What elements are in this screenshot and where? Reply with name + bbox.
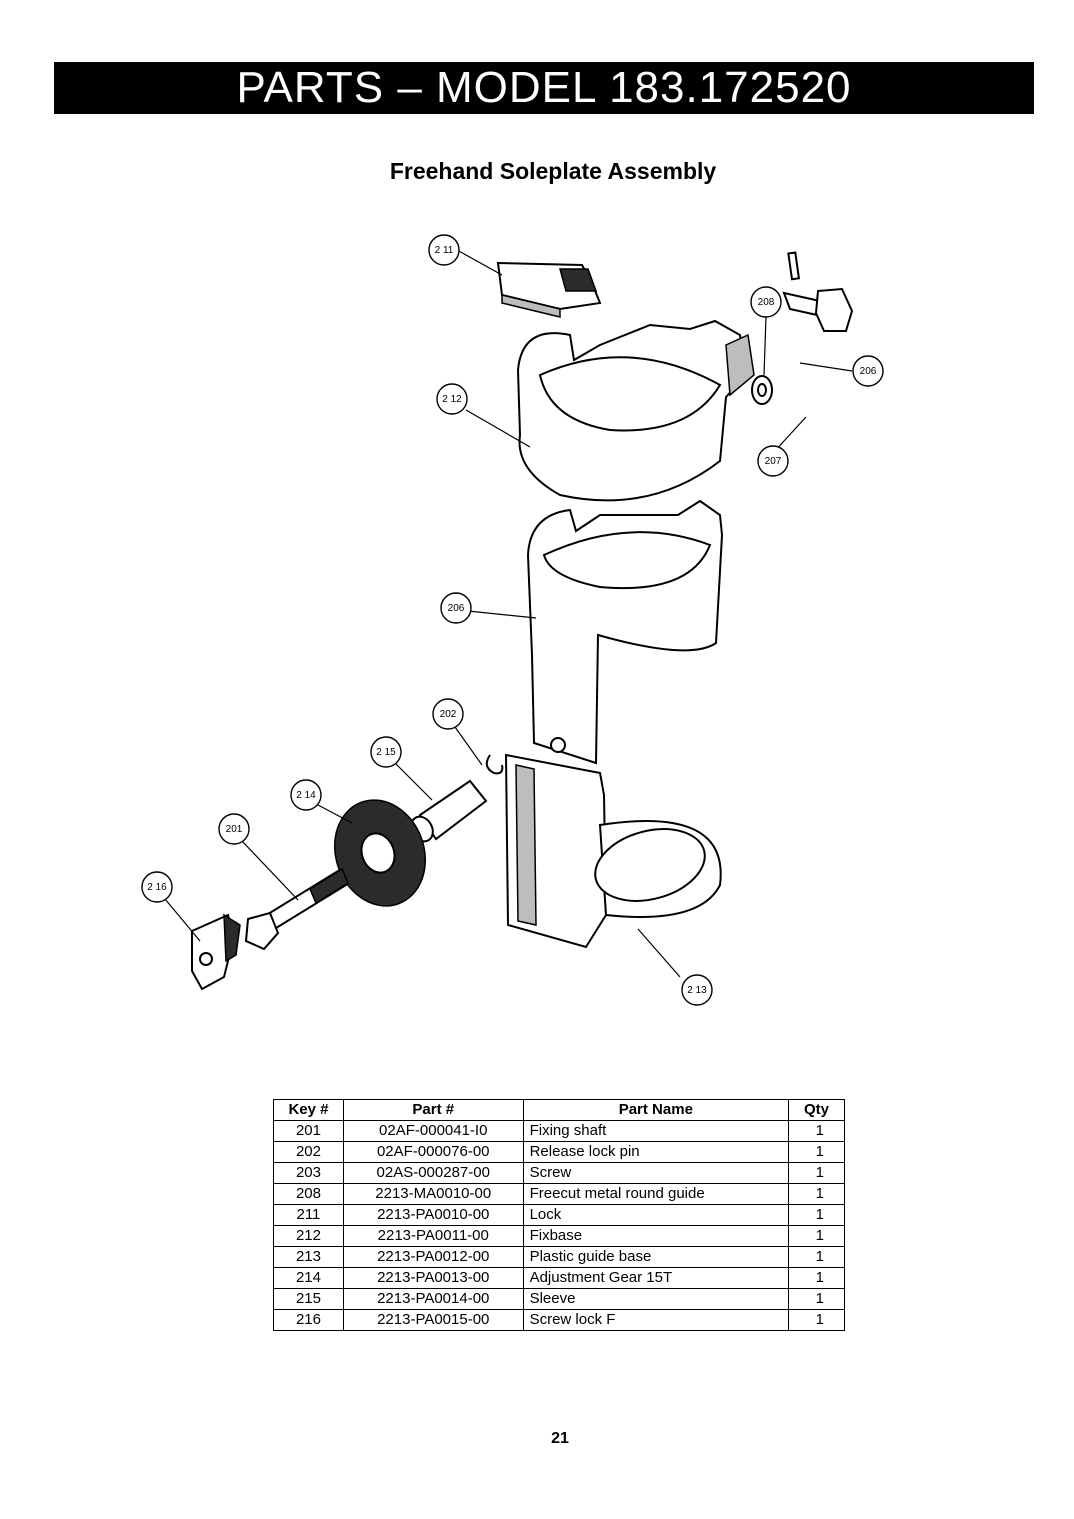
page-header-title: PARTS – MODEL 183.172520 bbox=[236, 63, 852, 112]
cell-key: 201 bbox=[273, 1120, 344, 1142]
cell-part-name: Fixing shaft bbox=[522, 1120, 790, 1142]
cell-part-name: Screw bbox=[522, 1162, 790, 1184]
cell-part-name: Sleeve bbox=[522, 1288, 790, 1310]
cell-part-number: 2213-MA0010-00 bbox=[342, 1183, 524, 1205]
cell-key: 212 bbox=[273, 1225, 344, 1247]
cell-qty: 1 bbox=[788, 1309, 845, 1331]
cell-part-name: Lock bbox=[522, 1204, 790, 1226]
header-part-name: Part Name bbox=[522, 1099, 790, 1121]
part-screw-drawing bbox=[782, 287, 854, 332]
part-guide-base-drawing bbox=[504, 753, 722, 949]
callout-208: 208 bbox=[750, 286, 782, 318]
svg-text:2 13: 2 13 bbox=[687, 985, 707, 996]
table-row: 216 2213-PA0015-00 Screw lock F 1 bbox=[273, 1309, 845, 1331]
callout-202: 202 bbox=[432, 698, 464, 730]
cell-qty: 1 bbox=[788, 1288, 845, 1310]
table-row: 202 02AF-000076-00 Release lock pin 1 bbox=[273, 1141, 845, 1163]
cell-qty: 1 bbox=[788, 1141, 845, 1163]
svg-text:207: 207 bbox=[765, 456, 782, 467]
svg-text:2 16: 2 16 bbox=[147, 882, 167, 893]
part-fixing-shaft-drawing bbox=[244, 867, 349, 951]
part-gear-drawing bbox=[333, 799, 427, 907]
table-row: 212 2213-PA0011-00 Fixbase 1 bbox=[273, 1225, 845, 1247]
cell-part-number: 2213-PA0015-00 bbox=[342, 1309, 524, 1331]
svg-text:2 14: 2 14 bbox=[296, 790, 316, 801]
svg-text:206: 206 bbox=[448, 603, 465, 614]
header-qty: Qty bbox=[788, 1099, 845, 1121]
cell-part-number: 2213-PA0012-00 bbox=[342, 1246, 524, 1268]
callout-215: 2 15 bbox=[370, 736, 402, 768]
cell-part-number: 02AF-000076-00 bbox=[342, 1141, 524, 1163]
svg-text:206: 206 bbox=[860, 366, 877, 377]
cell-key: 216 bbox=[273, 1309, 344, 1331]
callout-214: 2 14 bbox=[290, 779, 322, 811]
cell-part-number: 2213-PA0011-00 bbox=[342, 1225, 524, 1247]
table-row: 208 2213-MA0010-00 Freecut metal round g… bbox=[273, 1183, 845, 1205]
callout-213: 2 13 bbox=[681, 974, 713, 1006]
cell-part-number: 2213-PA0013-00 bbox=[342, 1267, 524, 1289]
table-row: 213 2213-PA0012-00 Plastic guide base 1 bbox=[273, 1246, 845, 1268]
cell-qty: 1 bbox=[788, 1162, 845, 1184]
cell-part-name: Release lock pin bbox=[522, 1141, 790, 1163]
section-title: Freehand Soleplate Assembly bbox=[389, 158, 717, 184]
cell-part-name: Adjustment Gear 15T bbox=[522, 1267, 790, 1289]
svg-text:208: 208 bbox=[758, 297, 775, 308]
callout-211: 2 11 bbox=[428, 234, 460, 266]
header-part-number: Part # bbox=[342, 1099, 524, 1121]
cell-key: 214 bbox=[273, 1267, 344, 1289]
cell-part-name: Fixbase bbox=[522, 1225, 790, 1247]
cell-qty: 1 bbox=[788, 1225, 845, 1247]
cell-part-number: 2213-PA0014-00 bbox=[342, 1288, 524, 1310]
table-row: 215 2213-PA0014-00 Sleeve 1 bbox=[273, 1288, 845, 1310]
part-pin-drawing bbox=[787, 251, 801, 281]
svg-text:2 15: 2 15 bbox=[376, 747, 396, 758]
svg-text:2 11: 2 11 bbox=[435, 245, 454, 256]
cell-key: 203 bbox=[273, 1162, 344, 1184]
cell-qty: 1 bbox=[788, 1204, 845, 1226]
part-lock-drawing bbox=[496, 261, 602, 318]
cell-part-number: 02AS-000287-00 bbox=[342, 1162, 524, 1184]
svg-text:201: 201 bbox=[226, 824, 243, 835]
cell-key: 208 bbox=[273, 1183, 344, 1205]
cell-part-name: Screw lock F bbox=[522, 1309, 790, 1331]
part-housing-drawing bbox=[526, 499, 724, 765]
table-row: 201 02AF-000041-I0 Fixing shaft 1 bbox=[273, 1120, 845, 1142]
table-row: 214 2213-PA0013-00 Adjustment Gear 15T 1 bbox=[273, 1267, 845, 1289]
parts-table-header-row: Key # Part # Part Name Qty bbox=[273, 1099, 845, 1121]
page-header-banner: PARTS – MODEL 183.172520 bbox=[54, 62, 1034, 114]
table-row: 211 2213-PA0010-00 Lock 1 bbox=[273, 1204, 845, 1226]
cell-key: 213 bbox=[273, 1246, 344, 1268]
svg-text:202: 202 bbox=[440, 709, 457, 720]
cell-key: 211 bbox=[273, 1204, 344, 1226]
callout-206-upper: 206 bbox=[852, 355, 884, 387]
part-screw-lock-drawing bbox=[191, 913, 241, 991]
parts-table: Key # Part # Part Name Qty 201 02AF-0000… bbox=[273, 1099, 845, 1331]
callout-201: 201 bbox=[218, 813, 250, 845]
cell-qty: 1 bbox=[788, 1246, 845, 1268]
page-number: 21 bbox=[551, 1430, 569, 1447]
table-row: 203 02AS-000287-00 Screw 1 bbox=[273, 1162, 845, 1184]
header-key: Key # bbox=[273, 1099, 344, 1121]
callout-206-lower: 206 bbox=[440, 592, 472, 624]
callout-216: 2 16 bbox=[141, 871, 173, 903]
cell-key: 202 bbox=[273, 1141, 344, 1163]
cell-qty: 1 bbox=[788, 1120, 845, 1142]
cell-part-name: Freecut metal round guide bbox=[522, 1183, 790, 1205]
part-release-pin-drawing bbox=[485, 754, 504, 775]
svg-text:2 12: 2 12 bbox=[442, 394, 462, 405]
cell-qty: 1 bbox=[788, 1267, 845, 1289]
part-round-guide-drawing bbox=[751, 375, 773, 405]
cell-part-number: 02AF-000041-I0 bbox=[342, 1120, 524, 1142]
cell-key: 215 bbox=[273, 1288, 344, 1310]
exploded-diagram-svg: 2 11 208 206 2 12 207 206 202 2 15 bbox=[141, 234, 884, 1006]
callout-212: 2 12 bbox=[436, 383, 468, 415]
cell-part-name: Plastic guide base bbox=[522, 1246, 790, 1268]
cell-qty: 1 bbox=[788, 1183, 845, 1205]
callout-207: 207 bbox=[757, 445, 789, 477]
exploded-parts-diagram: 2 11 208 206 2 12 207 206 202 2 15 bbox=[130, 225, 910, 1015]
cell-part-number: 2213-PA0010-00 bbox=[342, 1204, 524, 1226]
part-fixbase-drawing bbox=[516, 319, 755, 502]
